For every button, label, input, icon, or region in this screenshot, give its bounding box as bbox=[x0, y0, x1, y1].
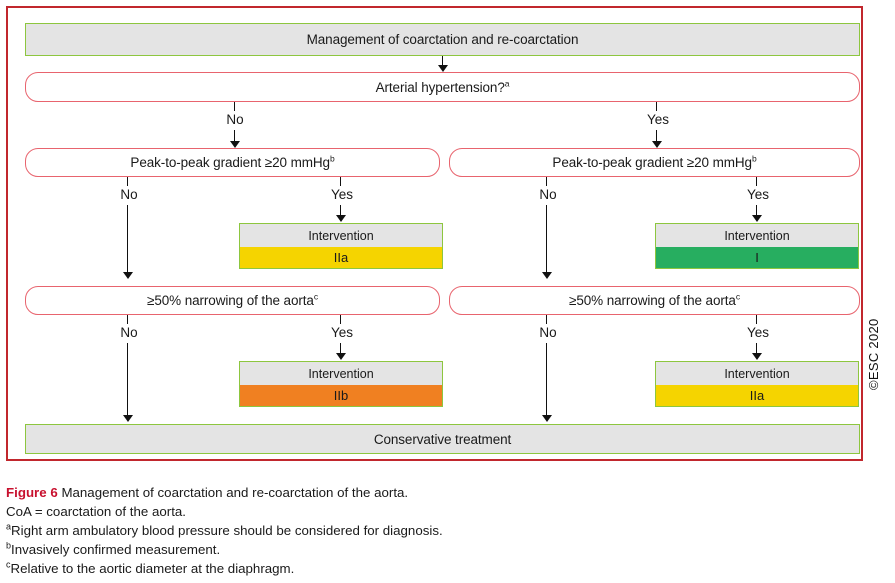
stub-narrowing-right-yes bbox=[756, 315, 757, 324]
stub-narrowing-right-no bbox=[546, 315, 547, 324]
esc-copyright: ©ESC 2020 bbox=[866, 318, 881, 390]
intervention-narrowing-left-class: IIb bbox=[240, 385, 442, 406]
connector-hypertension-yes bbox=[656, 130, 657, 142]
arrowhead-gradient-right-no bbox=[542, 272, 552, 279]
stub-gradient-right-yes bbox=[756, 177, 757, 186]
intervention-narrowing-right: Intervention IIa bbox=[655, 361, 859, 407]
arrowhead-narrowing-left-yes bbox=[336, 353, 346, 360]
arrowhead-title-to-hypertension bbox=[438, 65, 448, 72]
connector-gradient-right-yes bbox=[756, 205, 757, 216]
footnote-marker-b: b bbox=[751, 153, 757, 164]
connector-narrowing-right-no bbox=[546, 343, 547, 416]
decision-arterial-hypertension-label: Arterial hypertension?a bbox=[375, 78, 510, 95]
decision-narrowing-left: ≥50% narrowing of the aortac bbox=[25, 286, 440, 315]
decision-arterial-hypertension: Arterial hypertension?a bbox=[25, 72, 860, 102]
title-box: Management of coarctation and re-coarcta… bbox=[25, 23, 860, 56]
connector-title-to-hypertension bbox=[442, 56, 443, 66]
stub-gradient-left-no bbox=[127, 177, 128, 186]
decision-narrowing-right: ≥50% narrowing of the aortac bbox=[449, 286, 860, 315]
conservative-treatment-label: Conservative treatment bbox=[373, 431, 512, 447]
stub-hypertension-no bbox=[234, 102, 235, 111]
branch-label-hypertension-yes: Yes bbox=[646, 112, 670, 127]
decision-narrowing-left-label: ≥50% narrowing of the aortac bbox=[147, 291, 318, 308]
branch-label-narrowing-left-no: No bbox=[120, 325, 138, 340]
footnote-c-marker: c bbox=[6, 559, 11, 570]
caption-abbreviation: CoA = coarctation of the aorta. bbox=[6, 504, 186, 519]
arrowhead-hypertension-yes bbox=[652, 141, 662, 148]
arrowhead-narrowing-right-yes bbox=[752, 353, 762, 360]
caption-footnote-b: bInvasively confirmed measurement. bbox=[6, 540, 866, 559]
connector-gradient-left-yes bbox=[340, 205, 341, 216]
footnote-a-text: Right arm ambulatory blood pressure shou… bbox=[11, 523, 443, 538]
caption-footnote-c: cRelative to the aortic diameter at the … bbox=[6, 559, 866, 578]
stub-gradient-right-no bbox=[546, 177, 547, 186]
decision-gradient-left: Peak-to-peak gradient ≥20 mmHgb bbox=[25, 148, 440, 177]
stub-narrowing-left-no bbox=[127, 315, 128, 324]
intervention-gradient-left: Intervention IIa bbox=[239, 223, 443, 269]
footnote-marker-b: b bbox=[329, 153, 335, 164]
decision-gradient-left-label: Peak-to-peak gradient ≥20 mmHgb bbox=[130, 153, 335, 170]
intervention-gradient-right-header: Intervention bbox=[656, 224, 858, 247]
intervention-narrowing-right-class: IIa bbox=[656, 385, 858, 406]
footnote-b-text: Invasively confirmed measurement. bbox=[11, 542, 221, 557]
figure-frame: Management of coarctation and re-coarcta… bbox=[6, 6, 863, 461]
intervention-gradient-left-header: Intervention bbox=[240, 224, 442, 247]
caption-title-text: Management of coarctation and re-coarcta… bbox=[61, 485, 409, 500]
footnote-marker-c: c bbox=[735, 291, 740, 302]
branch-label-narrowing-left-yes: Yes bbox=[330, 325, 354, 340]
stub-narrowing-left-yes bbox=[340, 315, 341, 324]
intervention-narrowing-right-header: Intervention bbox=[656, 362, 858, 385]
footnote-c-text: Relative to the aortic diameter at the d… bbox=[10, 561, 295, 576]
arrowhead-gradient-right-yes bbox=[752, 215, 762, 222]
intervention-narrowing-left-header: Intervention bbox=[240, 362, 442, 385]
footnote-marker-c: c bbox=[313, 291, 318, 302]
arrowhead-narrowing-right-no bbox=[542, 415, 552, 422]
stub-gradient-left-yes bbox=[340, 177, 341, 186]
footnote-marker-a: a bbox=[504, 78, 510, 88]
title-box-label: Management of coarctation and re-coarcta… bbox=[306, 32, 579, 47]
intervention-gradient-right: Intervention I bbox=[655, 223, 859, 269]
caption-title-line: Figure 6 Management of coarctation and r… bbox=[6, 483, 866, 502]
branch-label-gradient-right-no: No bbox=[539, 187, 557, 202]
footnote-a-marker: a bbox=[6, 521, 12, 532]
arrowhead-gradient-left-no bbox=[123, 272, 133, 279]
conservative-treatment-box: Conservative treatment bbox=[25, 424, 860, 454]
decision-gradient-right: Peak-to-peak gradient ≥20 mmHgb bbox=[449, 148, 860, 177]
arrowhead-hypertension-no bbox=[230, 141, 240, 148]
branch-label-gradient-left-yes: Yes bbox=[330, 187, 354, 202]
branch-label-narrowing-right-no: No bbox=[539, 325, 557, 340]
intervention-gradient-left-class: IIa bbox=[240, 247, 442, 268]
connector-narrowing-right-yes bbox=[756, 343, 757, 354]
arrowhead-narrowing-left-no bbox=[123, 415, 133, 422]
caption-figure-label: Figure 6 bbox=[6, 485, 58, 500]
footnote-b-marker: b bbox=[6, 540, 12, 551]
connector-narrowing-left-no bbox=[127, 343, 128, 416]
connector-narrowing-left-yes bbox=[340, 343, 341, 354]
connector-gradient-left-no bbox=[127, 205, 128, 273]
caption-footnote-a: aRight arm ambulatory blood pressure sho… bbox=[6, 521, 866, 540]
decision-gradient-right-label: Peak-to-peak gradient ≥20 mmHgb bbox=[552, 153, 757, 170]
intervention-narrowing-left: Intervention IIb bbox=[239, 361, 443, 407]
branch-label-gradient-left-no: No bbox=[120, 187, 138, 202]
connector-gradient-right-no bbox=[546, 205, 547, 273]
branch-label-hypertension-no: No bbox=[226, 112, 244, 127]
stub-hypertension-yes bbox=[656, 102, 657, 111]
intervention-gradient-right-class: I bbox=[656, 247, 858, 268]
connector-hypertension-no bbox=[234, 130, 235, 142]
branch-label-narrowing-right-yes: Yes bbox=[746, 325, 770, 340]
arrowhead-gradient-left-yes bbox=[336, 215, 346, 222]
branch-label-gradient-right-yes: Yes bbox=[746, 187, 770, 202]
figure-caption: Figure 6 Management of coarctation and r… bbox=[6, 483, 866, 578]
decision-narrowing-right-label: ≥50% narrowing of the aortac bbox=[569, 291, 740, 308]
